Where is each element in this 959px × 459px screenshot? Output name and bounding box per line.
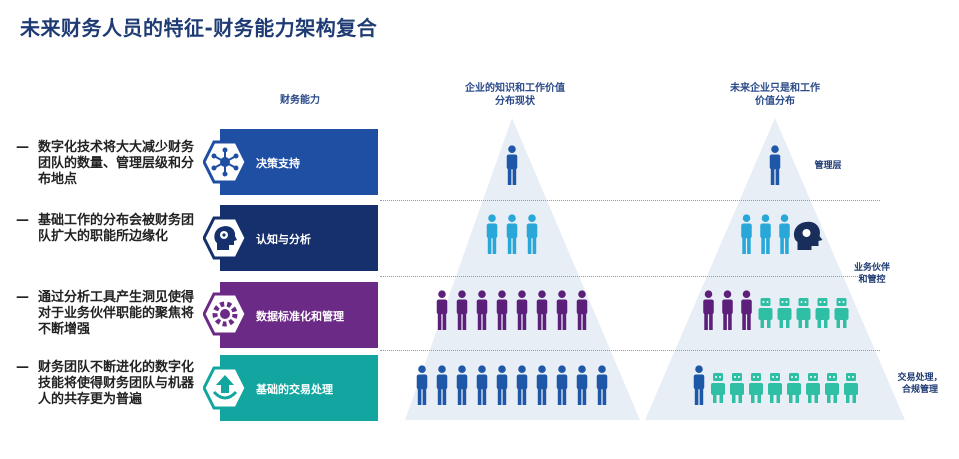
- band-transaction-processing: 基础的交易处理: [220, 355, 378, 421]
- person-icon: [779, 214, 790, 254]
- person-icon: [536, 290, 548, 330]
- row-divider-3: [380, 350, 880, 351]
- row-divider-1: [380, 200, 880, 201]
- robot-icon: [787, 373, 801, 403]
- person-icon: [722, 290, 733, 330]
- person-icon: [436, 365, 448, 405]
- person-icon: [456, 290, 468, 330]
- upload-arrow-icon: [203, 366, 247, 410]
- robot-icon: [815, 298, 830, 328]
- person-icon: [576, 290, 588, 330]
- robot-icon: [768, 373, 782, 403]
- person-icon: [516, 365, 528, 405]
- person-icon: [769, 145, 781, 185]
- robot-icon: [825, 373, 839, 403]
- person-icon: [536, 365, 548, 405]
- robot-icon: [730, 373, 744, 403]
- person-icon: [693, 365, 705, 405]
- robot-icon: [796, 298, 811, 328]
- person-icon: [506, 145, 518, 185]
- label-transaction-compliance: 交易处理， 合规管理: [897, 373, 943, 395]
- robot-icon: [777, 298, 792, 328]
- person-icon: [516, 290, 528, 330]
- person-icon: [556, 290, 568, 330]
- person-icon: [496, 365, 508, 405]
- person-icon: [576, 365, 588, 405]
- label-management: 管理层: [814, 161, 842, 171]
- data-gear-icon: [203, 292, 247, 336]
- person-icon: [506, 214, 518, 254]
- robot-icon: [806, 373, 820, 403]
- person-icon: [596, 365, 608, 405]
- person-icon: [741, 290, 752, 330]
- brain-head-icon: [793, 221, 823, 250]
- network-hub-icon: [203, 140, 247, 184]
- person-icon: [526, 214, 538, 254]
- person-icon: [416, 365, 428, 405]
- header-capability: 财务能力: [280, 95, 320, 106]
- page-title: 未来财务人员的特征-财务能力架构复合: [20, 16, 378, 40]
- row-divider-2: [380, 276, 880, 277]
- person-icon: [476, 290, 488, 330]
- robot-icon: [758, 298, 773, 328]
- head-gears-icon: [203, 216, 247, 260]
- person-icon: [760, 214, 771, 254]
- person-icon: [436, 290, 448, 330]
- person-icon: [476, 365, 488, 405]
- robot-icon: [711, 373, 725, 403]
- robot-icon: [749, 373, 763, 403]
- label-business-partner: 业务伙伴 和管控: [853, 263, 890, 285]
- robot-icon: [834, 298, 849, 328]
- person-icon: [496, 290, 508, 330]
- robot-icon: [844, 373, 858, 403]
- person-icon: [486, 214, 498, 254]
- person-icon: [703, 290, 714, 330]
- header-future-distribution: 未来企业只是和工作 价值分布: [730, 83, 820, 107]
- header-current-distribution: 企业的知识和工作价值 分布现状: [465, 83, 565, 107]
- current-pyramid: [405, 118, 640, 420]
- person-icon: [456, 365, 468, 405]
- future-pyramid: [645, 118, 905, 420]
- person-icon: [556, 365, 568, 405]
- person-icon: [741, 214, 752, 254]
